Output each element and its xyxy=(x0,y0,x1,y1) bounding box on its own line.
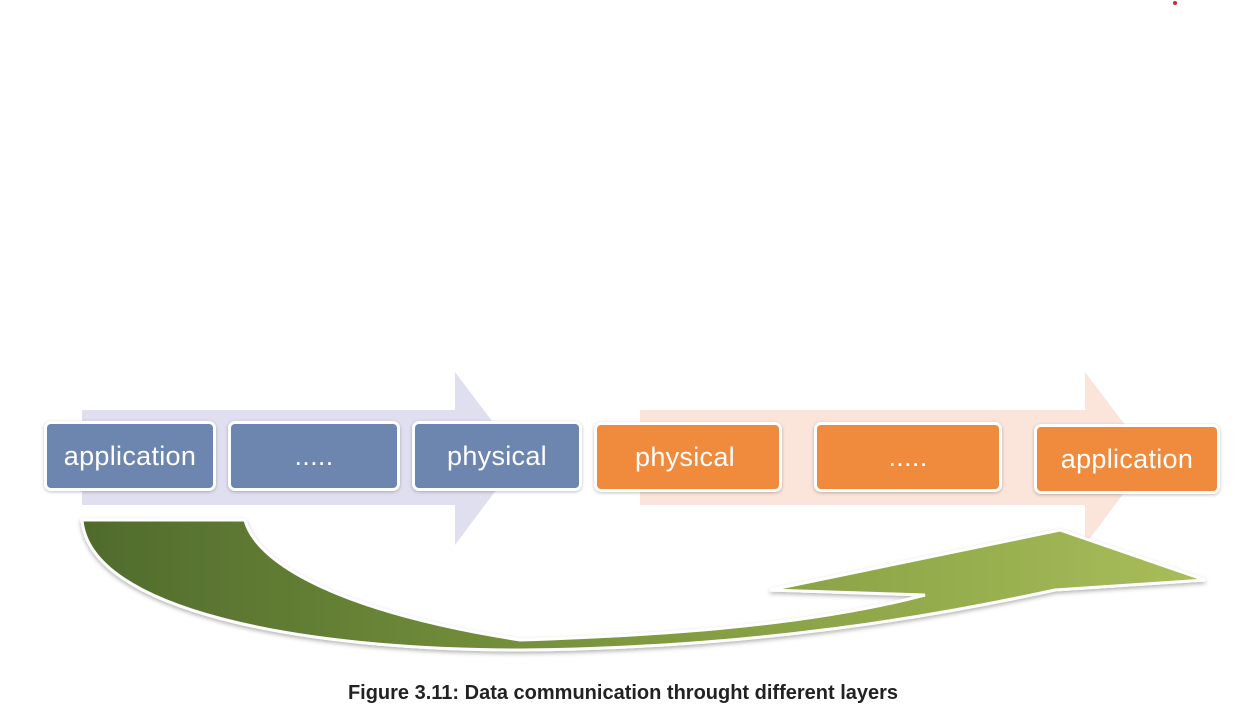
receiver-layer-physical: physical xyxy=(594,422,782,492)
sender-layer-application: application xyxy=(44,421,216,491)
figure-caption: Figure 3.11: Data communication throught… xyxy=(347,682,899,704)
sender-layer-physical: physical xyxy=(412,421,582,491)
red-dot-mark xyxy=(1173,1,1177,5)
flow-curved-arrow xyxy=(80,518,1206,652)
sender-layer-middle: ..... xyxy=(228,421,400,491)
receiver-layer-application: application xyxy=(1034,424,1220,494)
receiver-layer-middle: ..... xyxy=(814,422,1002,492)
